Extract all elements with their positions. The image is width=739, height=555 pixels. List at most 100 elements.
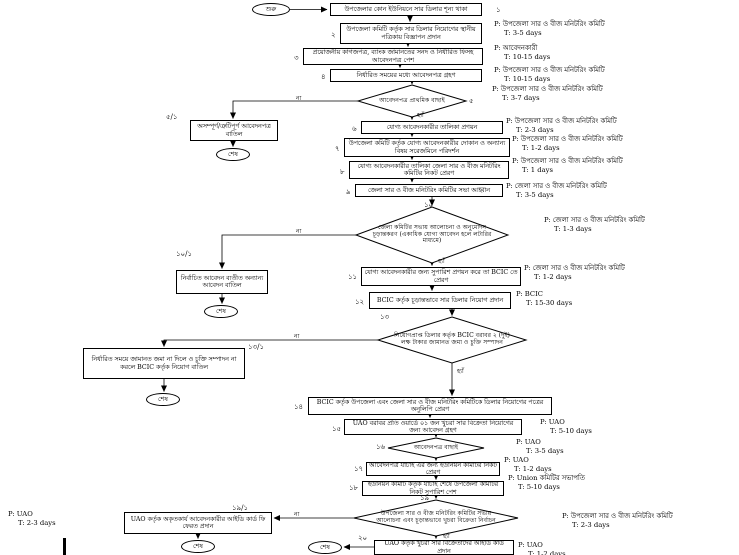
time-text: T: 3-5 days xyxy=(526,446,564,455)
step-7-inspection-box: উপজেলা কমিটি কর্তৃক যোগ্য আবেদনকারীর দোক… xyxy=(344,138,510,157)
time-text: T: 1-2 days xyxy=(522,143,560,152)
flow-arrow xyxy=(230,100,358,119)
time-text: T: 1-2 days xyxy=(514,464,552,473)
time-text: T: 1-2 days xyxy=(528,549,566,555)
yes-label-5: হ্যাঁ xyxy=(417,112,424,119)
time-text: T: 2-3 days xyxy=(516,125,554,134)
step-number-10-1: ১০/১ xyxy=(176,250,192,258)
step-15-retailer-application-box: UAO বরাবর প্রতি ওয়ার্ডে ০১ জন খুচরা সার… xyxy=(344,419,522,435)
step-14-copy-letter-box: BCIC কর্তৃক উপজেলা এবং জেলা সার ও বীজ মন… xyxy=(308,397,552,415)
time-text: T: 5-10 days xyxy=(518,482,560,491)
annotation-step-15: P: UAO T: 5-10 days xyxy=(540,418,592,436)
time-text: T: 5-10 days xyxy=(550,426,592,435)
end-terminator-5: শেষ xyxy=(308,541,342,554)
no-label-19: না xyxy=(294,511,300,518)
annotation-step-17: P: UAO T: 1-2 days xyxy=(504,456,552,474)
responsible-text: P: উপজেলা সার ও বীজ মনিটরিং কমিটি xyxy=(494,20,605,28)
step-number-6: ৬ xyxy=(352,125,357,133)
step-number-15: ১৫ xyxy=(332,425,342,433)
responsible-text: P: আবেদনকারী xyxy=(494,44,538,52)
time-text: T: 2-3 days xyxy=(572,520,610,529)
step-number-13-1: ১৩/১ xyxy=(248,343,264,351)
step-number-20: ২০ xyxy=(358,534,368,542)
responsible-text: P: জেলা সার ও বীজ মনিটরিং কমিটি xyxy=(544,216,645,224)
decision-10-district-approval: জেলা কমিটির সভায় আলোচনা ও অনুমোদন চূড়া… xyxy=(356,207,508,263)
responsible-text: P: UAO xyxy=(540,418,565,426)
time-text: T: 3-5 days xyxy=(504,28,542,37)
decision-19-final-selection: উপজেলা সার ও বীজ মনিটরিং কমিটির সভায় আল… xyxy=(354,500,518,536)
step-number-19-1: ১৯/১ xyxy=(232,504,248,512)
step-number-7: ৭ xyxy=(335,145,340,153)
responsible-text: P: UAO xyxy=(504,456,529,464)
step-number-4: ৪ xyxy=(321,73,326,81)
step-6-eligible-list-box: যোগ্য আবেদনকারীর তালিকা প্রণয়ন xyxy=(361,121,503,134)
annotation-step-18: P: Union কমিটির সভাপতি T: 5-10 days xyxy=(508,474,585,492)
flow-arrow xyxy=(219,234,356,269)
responsible-text: P: UAO xyxy=(516,438,541,446)
step-number-9: ৯ xyxy=(346,188,351,196)
annotation-step-10: P: জেলা সার ও বীজ মনিটরিং কমিটি T: 1-3 d… xyxy=(544,216,645,234)
annotation-step-7: P: উপজেলা সার ও বীজ মনিটরিং কমিটি T: 1-2… xyxy=(512,135,623,153)
step-3-application-submit-box: প্রয়োজনীয় কাগজপত্র, ব্যাংক জামানতের সন… xyxy=(303,48,483,65)
time-text: T: 1 days xyxy=(522,165,553,174)
time-text: T: 3-5 days xyxy=(516,190,554,199)
decision-16-application-screening: আবেদনপত্র বাছাই xyxy=(388,438,484,458)
time-text: T: 10-15 days xyxy=(504,74,551,83)
step-number-5-1: ৫/১ xyxy=(166,113,178,121)
step-number-5: ৫ xyxy=(469,97,474,105)
responsible-text: P: জেলা সার ও বীজ মনিটরিং কমিটি xyxy=(506,182,607,190)
step-12-bcic-appointment-box: BCIC কর্তৃক চূড়ান্তভাবে সার ডিলার নিয়ো… xyxy=(369,292,511,309)
no-label-13: না xyxy=(294,333,300,340)
time-text: T: 1-3 days xyxy=(554,224,592,233)
yes-label-10: হ্যাঁ xyxy=(438,258,445,265)
step-number-13: ১৩ xyxy=(380,313,390,321)
step-4-application-receive-box: নির্ধারিত সময়ের মধ্যে আবেদনপত্র গ্রহণ xyxy=(330,69,482,82)
no-label-5: না xyxy=(296,95,302,102)
annotation-step-12: P: BCIC T: 15-30 days xyxy=(516,290,572,308)
annotation-step-19: P: উপজেলা সার ও বীজ মনিটরিং কমিটি T: 2-3… xyxy=(562,512,673,530)
step-number-2: ২ xyxy=(331,31,336,39)
annotation-step-19-1: P: UAO T: 2-3 days xyxy=(8,510,56,528)
annotation-step-4: P: উপজেলা সার ও বীজ মনিটরিং কমিটি T: 10-… xyxy=(494,66,605,84)
step-13-1-cancel-box: নির্ধারিত সময়ে জামানত জমা না দিলে ও চুক… xyxy=(83,348,245,379)
yes-label-19: হ্যাঁ xyxy=(443,533,450,540)
time-text: T: 3-7 days xyxy=(502,93,540,102)
responsible-text: P: উপজেলা সার ও বীজ মনিটরিং কমিটি xyxy=(506,117,617,125)
responsible-text: P: জেলা সার ও বীজ মনিটরিং কমিটি xyxy=(524,264,625,272)
decision-label: আবেদনপত্র প্রাথমিক বাছাই xyxy=(379,96,445,104)
step-number-17: ১৭ xyxy=(354,465,364,473)
decision-label: নিয়োগপ্রাপ্ত ডিলার কর্তৃক BCIC বরাবর ২ … xyxy=(394,332,510,346)
step-number-11: ১১ xyxy=(348,273,358,281)
step-number-12: ১২ xyxy=(355,298,365,306)
step-number-3: ৩ xyxy=(294,54,299,62)
decision-label: আবেদনপত্র বাছাই xyxy=(413,443,459,451)
annotation-step-6: P: উপজেলা সার ও বীজ মনিটরিং কমিটি T: 2-3… xyxy=(506,117,617,135)
flow-arrow xyxy=(161,339,378,347)
step-number-1: ১ xyxy=(496,6,501,14)
responsible-text: P: উপজেলা সার ও বীজ মনিটরিং কমিটি xyxy=(512,135,623,143)
step-number-18: ১৮ xyxy=(349,484,359,492)
step-number-8: ৮ xyxy=(340,168,345,176)
annotation-step-11: P: জেলা সার ও বীজ মনিটরিং কমিটি T: 1-2 d… xyxy=(524,264,625,282)
annotation-step-16: P: UAO T: 3-5 days xyxy=(516,438,564,456)
step-10-1-reject-box: নির্বাচিত আবেদন ব্যতীত অন্যান্য আবেদন বা… xyxy=(176,270,268,294)
page-margin-mark xyxy=(63,538,66,555)
responsible-text: P: উপজেলা সার ও বীজ মনিটরিং কমিটি xyxy=(562,512,673,520)
time-text: T: 10-15 days xyxy=(504,52,551,61)
responsible-text: P: উপজেলা সার ও বীজ মনিটরিং কমিটি xyxy=(494,66,605,74)
annotation-step-2: P: উপজেলা সার ও বীজ মনিটরিং কমিটি T: 3-5… xyxy=(494,20,605,38)
annotation-step-20: P: UAO T: 1-2 days xyxy=(518,541,566,555)
time-text: T: 15-30 days xyxy=(526,298,573,307)
step-17-send-union-box: আবেদনপত্র যাচাই এর জন্য ইউনিয়ন কমিটির ন… xyxy=(366,462,500,476)
step-18-union-recommendation-box: ইউনিয়ন কমিটি কর্তৃক যাচাই শেষে উপজেলা ক… xyxy=(362,481,504,496)
time-text: T: 2-3 days xyxy=(18,518,56,527)
end-terminator-2: শেষ xyxy=(204,305,238,318)
end-terminator-4: শেষ xyxy=(181,540,215,553)
decision-label: জেলা কমিটির সভায় আলোচনা ও অনুমোদন চূড়া… xyxy=(372,223,492,245)
step-19-1-refund-box: UAO কর্তৃক অকৃতকার্য আবেদনকারীর আইডি কার… xyxy=(124,512,272,534)
responsible-text: P: UAO xyxy=(8,510,33,518)
responsible-text: P: উপজেলা সার ও বীজ মনিটরিং কমিটি xyxy=(492,85,603,93)
step-8-send-list-box: যোগ্য আবেদনকারীর তালিকা জেলা সার ও বীজ ম… xyxy=(349,161,509,179)
